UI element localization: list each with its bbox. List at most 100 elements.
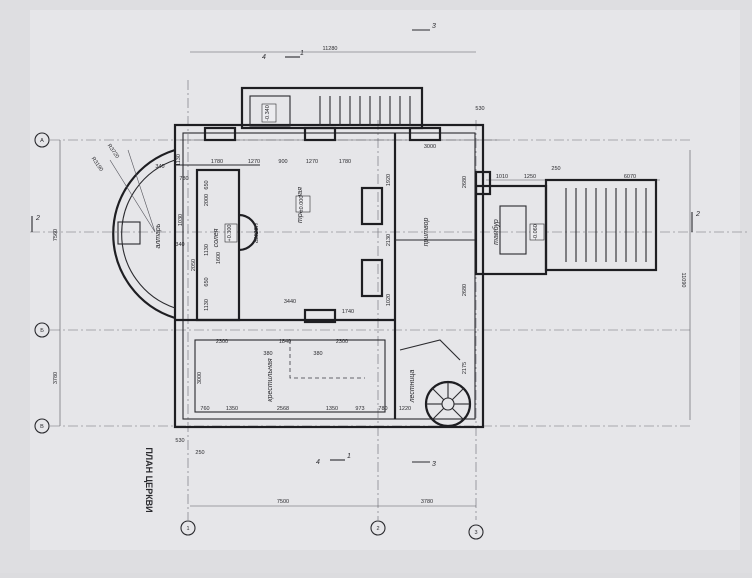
svg-text:1130: 1130: [204, 244, 210, 256]
svg-text:4: 4: [316, 459, 320, 466]
svg-text:-0.060: -0.060: [533, 224, 539, 240]
axis-marker-3: 3: [468, 524, 484, 540]
dimension-texts: 11280 11090 7500 3780 7560 3780 1780 127…: [53, 46, 686, 505]
svg-text:1220: 1220: [399, 406, 411, 412]
svg-text:В: В: [40, 424, 44, 430]
svg-text:1020: 1020: [386, 294, 392, 306]
svg-text:11280: 11280: [323, 46, 338, 52]
section-mark-3-bottom: 3: [412, 461, 436, 468]
svg-text:340: 340: [155, 164, 164, 170]
svg-text:1840: 1840: [279, 339, 291, 345]
svg-text:1: 1: [300, 50, 304, 57]
svg-text:650: 650: [204, 277, 210, 286]
svg-text:2: 2: [35, 215, 40, 222]
svg-text:780: 780: [179, 176, 188, 182]
svg-text:3000: 3000: [197, 372, 203, 384]
level-mark-porch: -0.060: [529, 223, 545, 241]
svg-text:1600: 1600: [216, 252, 222, 264]
svg-text:2680: 2680: [462, 176, 468, 188]
svg-text:1030: 1030: [178, 214, 184, 226]
svg-text:1010: 1010: [496, 174, 508, 180]
porch-stair-steps: [565, 188, 647, 262]
svg-text:2: 2: [695, 211, 700, 218]
svg-text:340: 340: [175, 242, 184, 248]
svg-text:А: А: [40, 138, 44, 144]
svg-text:2000: 2000: [204, 194, 210, 206]
section-mark-3-top: 3: [412, 23, 436, 31]
svg-text:1740: 1740: [342, 309, 354, 315]
svg-text:1270: 1270: [306, 159, 318, 165]
paper-sheet: [30, 10, 740, 550]
svg-text:3: 3: [432, 23, 436, 30]
svg-text:2175: 2175: [462, 362, 468, 374]
section-mark-2-right: 2: [691, 211, 700, 232]
svg-text:1350: 1350: [226, 406, 238, 412]
svg-text:2300: 2300: [336, 339, 348, 345]
svg-text:250: 250: [195, 450, 204, 456]
section-mark-2-left: 2: [31, 215, 40, 232]
room-label-solea: солея: [213, 228, 220, 247]
room-label-lestnitsa: лестница: [409, 369, 416, 403]
drawing-title: ПЛАН ЦЕРКВИ: [144, 447, 154, 512]
svg-text:1130: 1130: [176, 154, 182, 166]
svg-text:530: 530: [175, 438, 184, 444]
svg-text:2568: 2568: [277, 406, 289, 412]
svg-text:-0.340: -0.340: [265, 105, 271, 121]
section-mark-1-top: 14: [262, 50, 304, 61]
svg-text:7560: 7560: [53, 229, 59, 241]
room-label-altar: алтарь: [155, 223, 162, 248]
top-stair: [319, 96, 411, 126]
church-walls: [109, 86, 658, 429]
room-label-krestilnaya: крестильная: [267, 358, 274, 402]
svg-text:3000: 3000: [424, 144, 436, 150]
svg-text:530: 530: [475, 106, 484, 112]
svg-text:+0.300: +0.300: [227, 225, 233, 242]
svg-text:3440: 3440: [284, 299, 296, 305]
svg-text:780: 780: [378, 406, 387, 412]
svg-text:1130: 1130: [204, 299, 210, 311]
svg-text:3780: 3780: [421, 499, 433, 505]
svg-text:3: 3: [474, 530, 477, 536]
svg-text:6070: 6070: [624, 174, 636, 180]
svg-text:2130: 2130: [386, 234, 392, 246]
svg-text:2050: 2050: [191, 259, 197, 271]
svg-text:3780: 3780: [53, 372, 59, 384]
room-label-tambur: тамбур: [492, 219, 500, 245]
svg-text:1: 1: [186, 526, 189, 532]
svg-text:900: 900: [278, 159, 287, 165]
svg-text:1780: 1780: [339, 159, 351, 165]
svg-text:1250: 1250: [524, 174, 536, 180]
svg-text:973: 973: [355, 406, 364, 412]
svg-text:7500: 7500: [277, 499, 289, 505]
room-label-altar-apse: амвон: [253, 223, 260, 243]
svg-text:±0.000: ±0.000: [299, 196, 305, 213]
svg-text:2680: 2680: [462, 284, 468, 296]
svg-text:760: 760: [200, 406, 209, 412]
axis-marker-c: В: [34, 418, 50, 434]
svg-text:1270: 1270: [248, 159, 260, 165]
svg-text:2300: 2300: [216, 339, 228, 345]
svg-text:4: 4: [262, 54, 266, 61]
room-label-pritvor: притвор: [423, 218, 430, 247]
svg-text:2: 2: [376, 526, 379, 532]
svg-text:380: 380: [263, 351, 272, 357]
level-mark-solea: +0.300: [224, 223, 238, 243]
svg-text:1: 1: [347, 453, 351, 460]
svg-text:1780: 1780: [211, 159, 223, 165]
section-mark-1-bottom: 14: [316, 453, 351, 466]
axis-marker-a: А: [34, 132, 50, 148]
svg-text:380: 380: [313, 351, 322, 357]
level-mark-room: -0.340: [261, 103, 277, 123]
svg-text:3: 3: [432, 461, 436, 468]
svg-text:Б: Б: [40, 328, 44, 334]
svg-text:1350: 1350: [326, 406, 338, 412]
svg-text:650: 650: [204, 180, 210, 189]
level-mark-nave: ±0.000: [295, 196, 311, 213]
svg-text:1920: 1920: [386, 174, 392, 186]
svg-text:250: 250: [551, 166, 560, 172]
svg-text:11090: 11090: [680, 273, 686, 288]
axis-marker-1: 1: [180, 520, 196, 536]
axis-marker-2: 2: [370, 520, 386, 536]
